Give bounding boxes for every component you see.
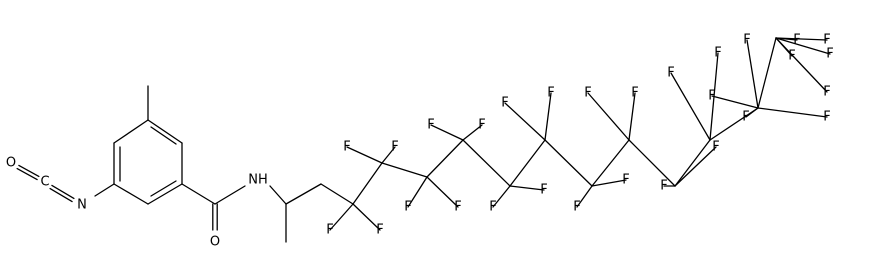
chain-bond — [757, 37, 777, 109]
c-f-bond — [674, 146, 717, 187]
n-c-double-bond — [49, 187, 73, 203]
c-f-bond — [745, 107, 759, 118]
fluorine-label: F — [584, 86, 591, 101]
ring-inner-bond — [150, 180, 177, 197]
chain-bond — [462, 139, 511, 187]
fluorine-label: F — [454, 200, 461, 215]
fluorine-label: F — [712, 140, 719, 155]
fluorine-label: F — [708, 89, 715, 104]
carbonyl-to-n-bond — [214, 185, 246, 205]
fluorine-label: F — [326, 223, 333, 238]
ring-bond — [113, 119, 149, 144]
fluorine-label: F — [793, 33, 800, 48]
c-f-bond — [381, 146, 396, 164]
fluorine-label: F — [631, 86, 638, 101]
c-f-bond — [346, 146, 383, 164]
c-f-bond — [628, 92, 636, 141]
chain-bond — [352, 162, 383, 205]
bond-layer — [16, 37, 831, 243]
c-f-bond — [775, 37, 828, 41]
fluorine-label: F — [622, 173, 629, 188]
ring-bond — [147, 119, 183, 144]
ring-bond — [113, 183, 149, 205]
fluorine-label: F — [404, 200, 411, 215]
fluorine-label: F — [667, 66, 674, 81]
fluorine-label: F — [478, 118, 485, 133]
fluorine-label: F — [489, 200, 496, 215]
n-c-double-bond — [51, 184, 75, 200]
isocyanate-o-label: O — [6, 156, 16, 171]
c-f-bond — [430, 124, 464, 141]
c-f-bond — [576, 185, 593, 208]
chain-bond — [591, 139, 630, 187]
fluorine-label: F — [343, 140, 350, 155]
fluorine-label: F — [788, 49, 795, 64]
ring-bond — [147, 183, 183, 205]
chain-bond — [381, 162, 428, 178]
c-f-bond — [462, 124, 483, 141]
ch2-to-cf2-bond — [320, 183, 354, 205]
fluorine-label: F — [391, 140, 398, 155]
c-f-bond — [757, 107, 828, 118]
fluorine-label: F — [660, 179, 667, 194]
c-f-bond — [711, 95, 759, 109]
isocyanate-n-label: N — [77, 198, 87, 213]
c-f-bond — [775, 37, 828, 93]
fluorine-label: F — [714, 46, 721, 61]
c-f-bond — [329, 203, 354, 231]
c-f-bond — [426, 176, 459, 208]
ring-to-n-bond — [94, 183, 115, 197]
n-to-ch-bond — [269, 185, 287, 205]
fluorine-label: F — [823, 110, 830, 125]
c-o-double-bond — [18, 164, 40, 178]
fluorine-label: F — [743, 33, 750, 48]
c-f-bond — [492, 185, 511, 208]
fluorine-label: F — [540, 183, 547, 198]
fluorine-label: F — [427, 118, 434, 133]
c-f-bond — [352, 203, 381, 231]
fluorine-label: F — [376, 223, 383, 238]
fluorine-label: F — [742, 110, 749, 125]
fluorine-label: F — [826, 47, 833, 62]
c-f-bond — [591, 179, 627, 187]
carbonyl-o-label: O — [210, 235, 220, 250]
fluorine-label: F — [547, 86, 554, 101]
c-f-bond — [509, 185, 545, 191]
chain-bond — [426, 139, 464, 178]
c-f-bond — [670, 72, 711, 141]
ring-to-carbonyl-bond — [181, 183, 216, 205]
c-f-bond — [544, 92, 552, 141]
chain-bond — [544, 139, 593, 187]
c-o-double-bond — [16, 167, 38, 181]
fluorine-label: F — [823, 33, 830, 48]
c-f-bond — [746, 39, 759, 109]
ch-to-ch2-bond — [285, 183, 322, 205]
isocyanate-c-label: C — [40, 175, 49, 190]
amide-nh-label: NH — [248, 173, 268, 188]
chain-bond — [628, 139, 676, 187]
fluorine-label: F — [501, 96, 508, 111]
chain-bond — [674, 139, 711, 187]
fluorine-label: F — [573, 200, 580, 215]
fluorine-label: F — [823, 85, 830, 100]
c-f-bond — [587, 92, 630, 141]
c-f-bond — [407, 176, 428, 208]
c-f-bond — [504, 102, 546, 141]
chain-bond — [509, 139, 546, 187]
ring-inner-bond — [150, 126, 177, 145]
c-f-bond — [775, 37, 831, 55]
